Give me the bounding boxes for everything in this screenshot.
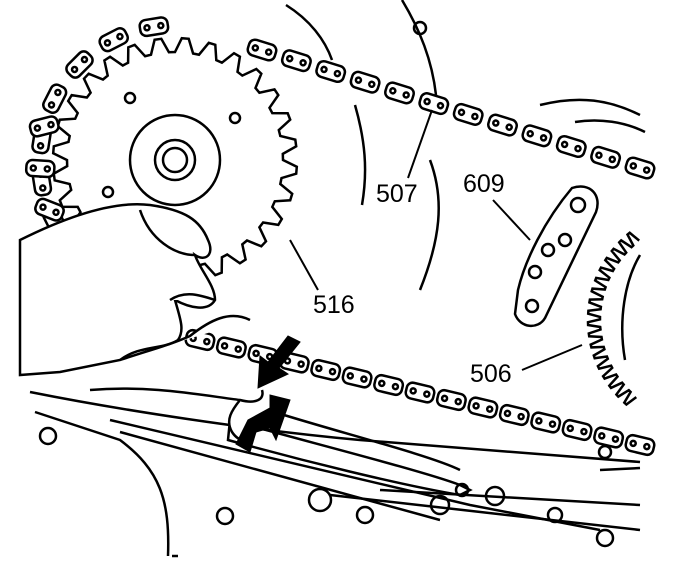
chain-link xyxy=(418,92,450,116)
chain-link xyxy=(280,49,312,73)
chain-link xyxy=(349,70,381,94)
chain-link xyxy=(65,50,94,79)
crank-teeth xyxy=(586,231,640,407)
chain-link xyxy=(310,358,342,382)
cam-sprocket xyxy=(51,36,299,284)
technician-hands xyxy=(18,203,264,442)
chain-link xyxy=(467,396,499,419)
cover-contour-arcs xyxy=(285,0,646,291)
leader-507 xyxy=(407,109,433,179)
chain-link xyxy=(98,27,129,53)
chain-link xyxy=(138,16,170,38)
chain-link xyxy=(498,403,530,427)
chain-link xyxy=(590,145,622,169)
chain-link xyxy=(624,156,656,180)
callout-516: 516 xyxy=(313,291,355,319)
leader-516 xyxy=(289,239,319,291)
crank-sprocket xyxy=(586,231,642,407)
chain-link xyxy=(624,433,656,457)
chain-link xyxy=(593,426,625,449)
callout-506: 506 xyxy=(470,360,512,388)
chain-link xyxy=(404,381,436,404)
chain-link xyxy=(28,115,60,138)
chain-link xyxy=(555,134,587,159)
arrow-down-icon xyxy=(257,335,301,389)
leader-609 xyxy=(492,199,531,241)
chain-link xyxy=(373,373,405,397)
callout-609: 609 xyxy=(463,170,505,198)
chain-link xyxy=(246,38,278,62)
chain-guide-609 xyxy=(513,185,599,327)
chain-link xyxy=(24,158,56,179)
leader-lines xyxy=(289,109,583,371)
chain-link xyxy=(521,124,553,148)
callout-507: 507 xyxy=(376,180,418,208)
alignment-arrows xyxy=(235,335,301,453)
chain-link xyxy=(34,197,65,222)
chain-link xyxy=(561,418,593,442)
sprocket-teeth xyxy=(51,36,299,284)
chain-link xyxy=(530,411,562,434)
chain-link xyxy=(452,102,484,126)
arrow-up-icon xyxy=(235,394,291,453)
chain-link xyxy=(487,113,518,137)
chain-link xyxy=(384,81,415,105)
chain-link xyxy=(215,336,247,359)
chain-link xyxy=(341,366,373,389)
chain-link xyxy=(42,83,68,114)
chain-link xyxy=(315,59,347,84)
chain-link xyxy=(435,388,467,412)
leader-506 xyxy=(521,344,583,371)
